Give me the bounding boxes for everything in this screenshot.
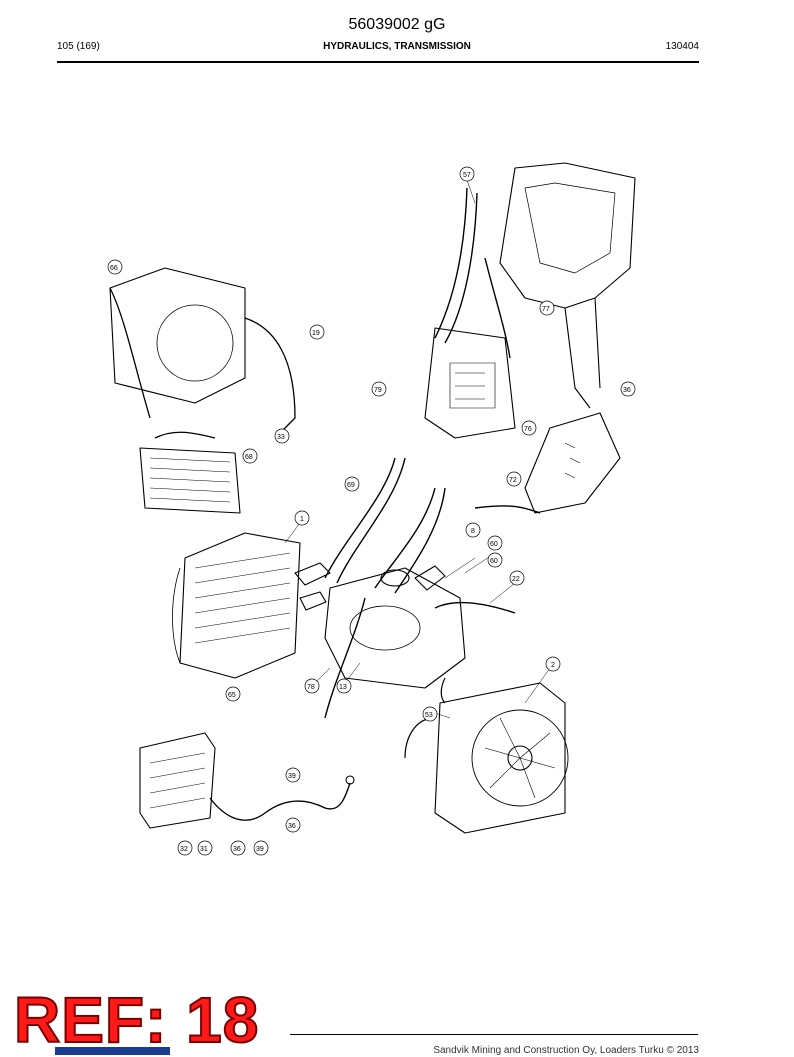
- loader-frame-outline: [499, 162, 636, 409]
- lower-cooler: [139, 732, 355, 829]
- callout-39b: 39: [253, 840, 269, 856]
- svg-text:2: 2: [551, 662, 555, 669]
- footer-rule: [290, 1034, 698, 1035]
- svg-text:1: 1: [300, 516, 304, 523]
- callout-78: 78: [304, 678, 320, 694]
- callout-57: 57: [459, 166, 475, 182]
- callout-60b: 60: [487, 552, 503, 568]
- svg-text:76: 76: [524, 426, 532, 433]
- pump-assembly: [324, 565, 466, 689]
- svg-text:36: 36: [288, 823, 296, 830]
- hose-lines: [324, 187, 541, 719]
- ref-stamp: REF: 18: [13, 983, 260, 1057]
- fan-cooler: [404, 677, 569, 834]
- transmission-housing: [424, 327, 516, 439]
- svg-text:77: 77: [542, 306, 550, 313]
- upper-left-cooler: [109, 267, 296, 514]
- svg-text:8: 8: [471, 528, 475, 535]
- svg-text:13: 13: [339, 684, 347, 691]
- date-code: 130404: [665, 41, 699, 52]
- callout-13: 13: [336, 678, 352, 694]
- callout-66: 66: [107, 259, 123, 275]
- callout-79: 79: [371, 381, 387, 397]
- svg-text:57: 57: [463, 172, 471, 179]
- brand-logo-strip: [55, 1047, 170, 1055]
- svg-text:33: 33: [277, 434, 285, 441]
- callout-32: 32: [177, 840, 193, 856]
- callout-65: 65: [225, 686, 241, 702]
- callout-72: 72: [506, 471, 522, 487]
- svg-text:69: 69: [347, 482, 355, 489]
- callout-22: 22: [509, 570, 525, 586]
- callout-68: 68: [242, 448, 258, 464]
- svg-text:66: 66: [110, 265, 118, 272]
- document-number: 56039002 gG: [348, 16, 446, 33]
- svg-text:53: 53: [425, 712, 433, 719]
- callout-60: 60: [487, 535, 503, 551]
- hydraulic-assembly-drawing: 57 1 8 60 60 22 2 65 78 13 53 66 19 68 3…: [107, 162, 636, 856]
- svg-text:36: 36: [623, 387, 631, 394]
- callout-36b: 36: [285, 817, 301, 833]
- svg-text:78: 78: [307, 684, 315, 691]
- svg-text:22: 22: [512, 576, 520, 583]
- callout-69: 69: [344, 476, 360, 492]
- footer-copyright: Sandvik Mining and Construction Oy, Load…: [433, 1045, 699, 1056]
- svg-text:79: 79: [374, 387, 382, 394]
- svg-text:60: 60: [490, 558, 498, 565]
- svg-text:31: 31: [200, 846, 208, 853]
- callout-77: 77: [539, 300, 555, 316]
- callout-31: 31: [197, 840, 213, 856]
- svg-text:19: 19: [312, 330, 320, 337]
- svg-text:32: 32: [180, 846, 188, 853]
- page-number: 105 (169): [57, 41, 100, 52]
- callout-62: 36: [620, 381, 636, 397]
- callout-36: 36: [230, 840, 246, 856]
- section-title: HYDRAULICS, TRANSMISSION: [323, 41, 471, 52]
- callout-8: 8: [465, 522, 481, 538]
- part-callouts: 57 1 8 60 60 22 2 65 78 13 53 66 19 68 3…: [107, 166, 636, 856]
- guard-plate: [524, 412, 621, 514]
- callout-19: 19: [309, 324, 325, 340]
- svg-text:72: 72: [509, 477, 517, 484]
- callout-53: 53: [422, 706, 438, 722]
- svg-text:60: 60: [490, 541, 498, 548]
- svg-text:39: 39: [288, 773, 296, 780]
- callout-76: 76: [521, 420, 537, 436]
- callout-2: 2: [545, 656, 561, 672]
- callout-39: 39: [285, 767, 301, 783]
- callout-33: 33: [274, 428, 290, 444]
- svg-text:39: 39: [256, 846, 264, 853]
- svg-text:65: 65: [228, 692, 236, 699]
- callout-1: 1: [294, 510, 310, 526]
- svg-text:36: 36: [233, 846, 241, 853]
- main-radiator: [172, 532, 331, 679]
- svg-text:68: 68: [245, 454, 253, 461]
- header-rule: [57, 61, 699, 63]
